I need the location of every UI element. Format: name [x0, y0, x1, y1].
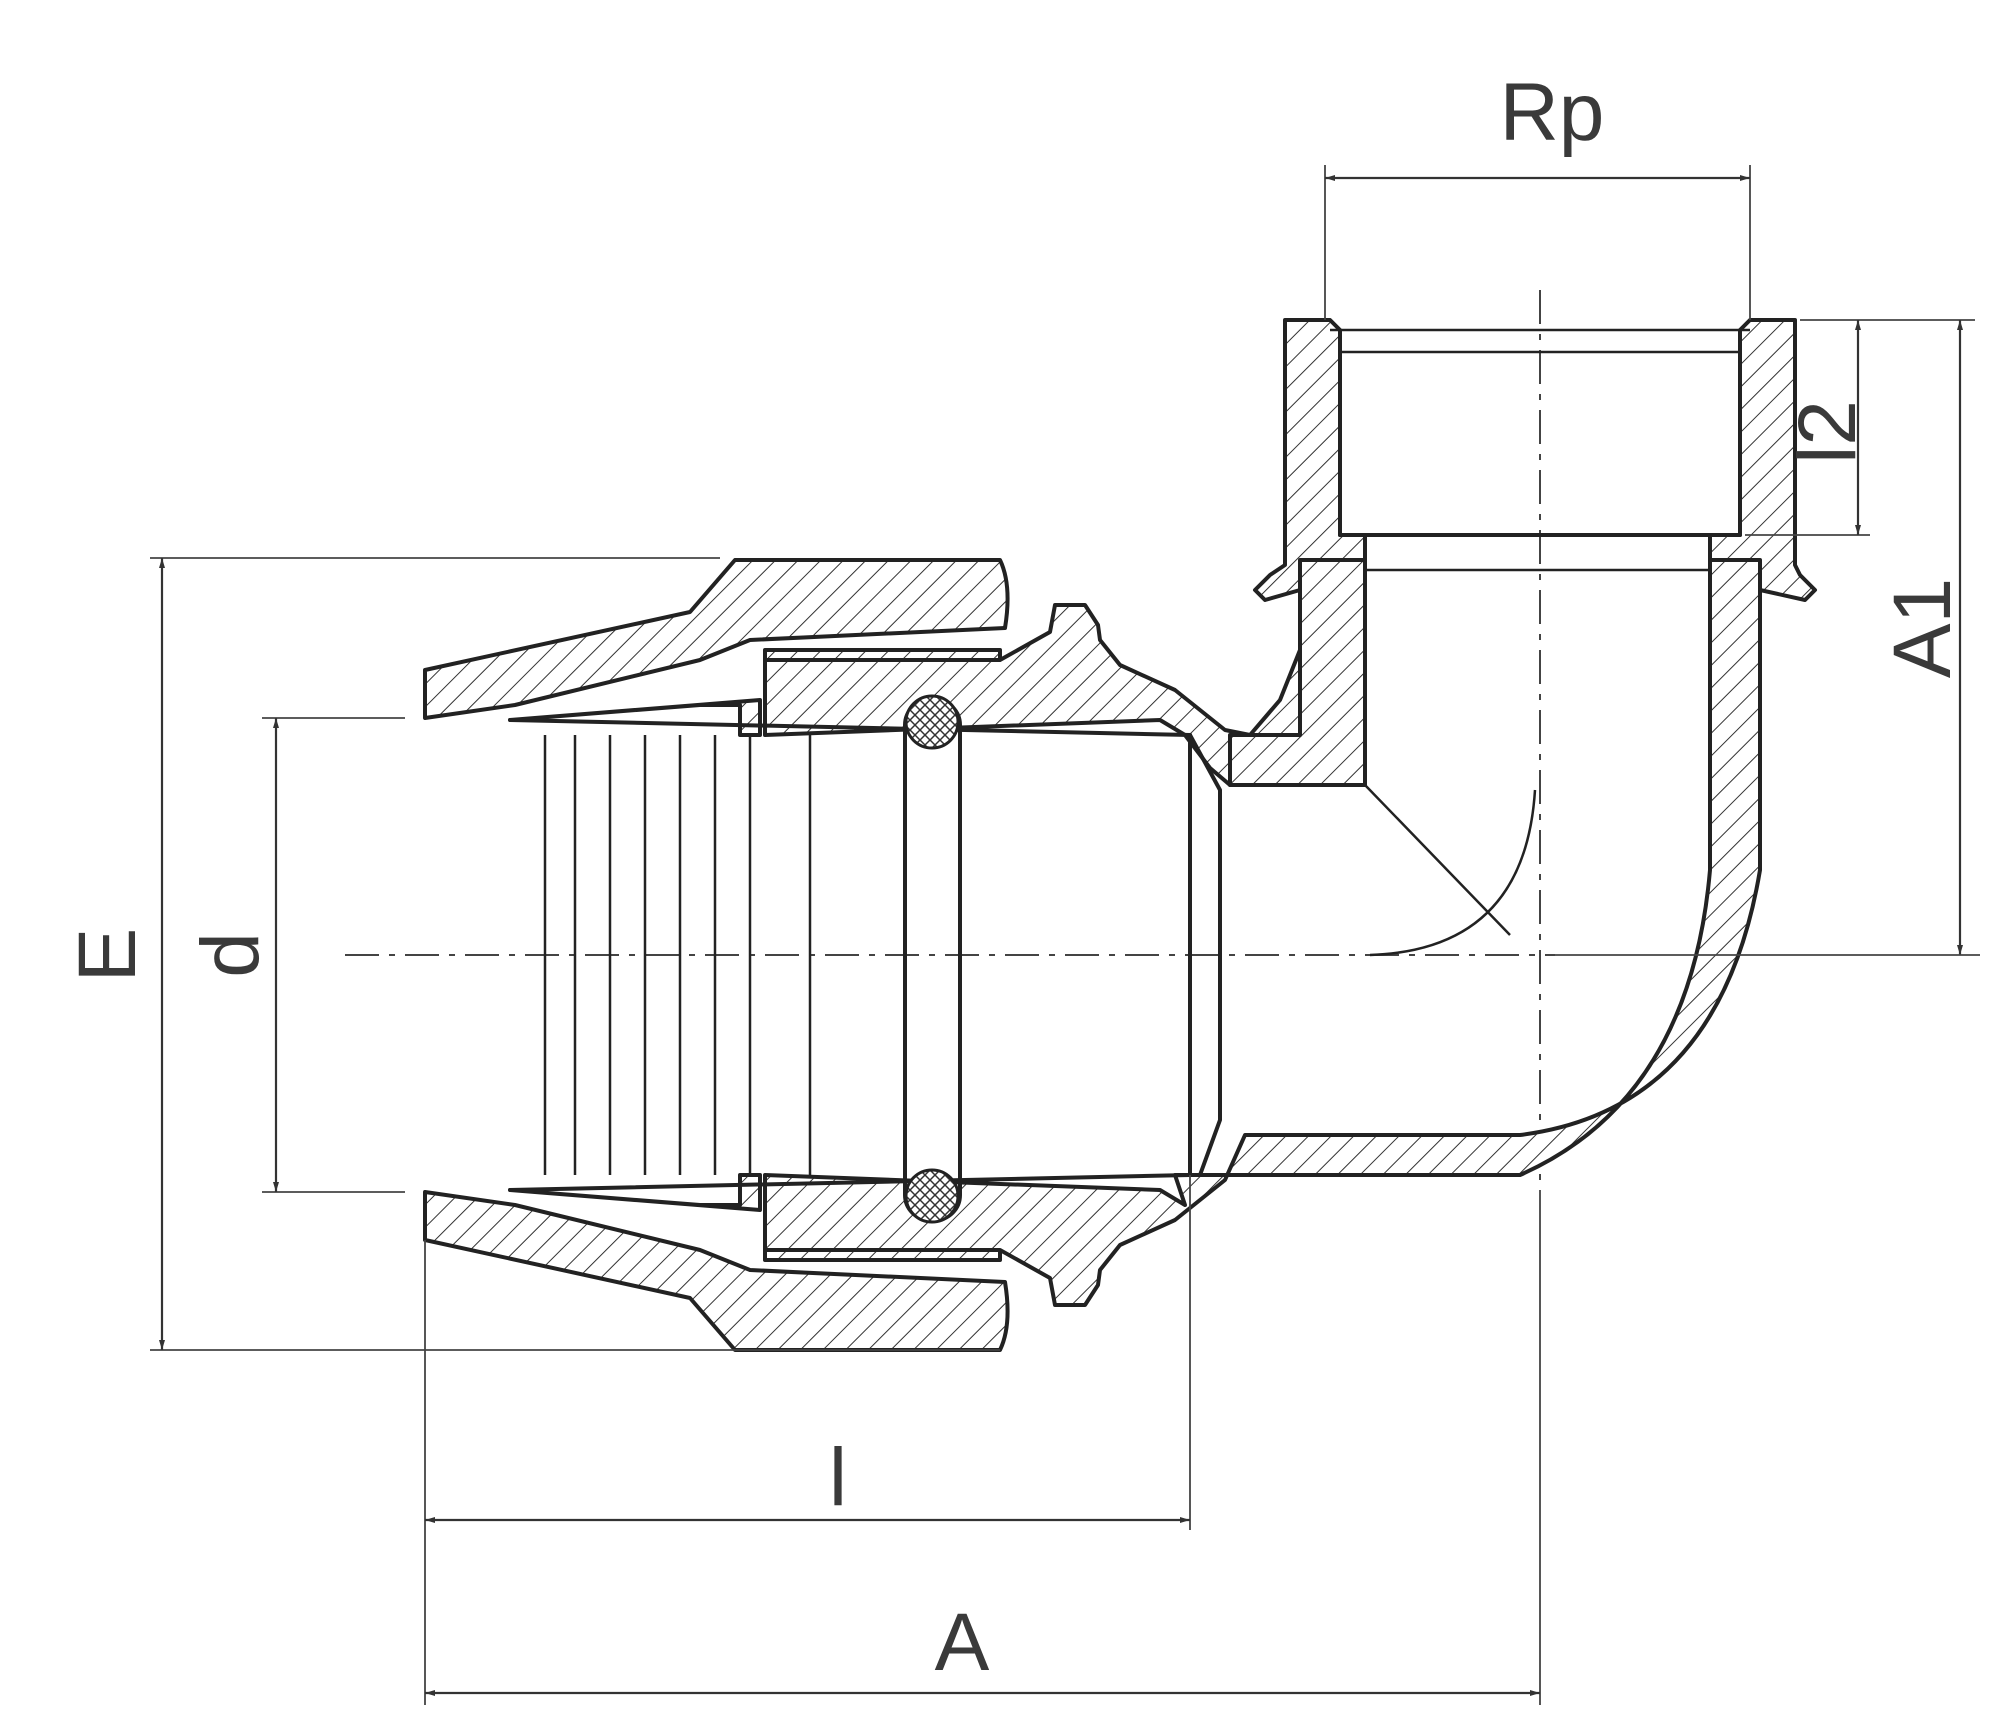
- grip-ribs: [543, 735, 812, 1175]
- bore-top: [508, 718, 1192, 737]
- o-ring-groove: [903, 698, 962, 1222]
- o-ring-upper: [904, 694, 960, 750]
- l-label: l: [829, 1432, 847, 1523]
- body-lower-wall: [763, 558, 1762, 1307]
- a-label: A: [935, 1597, 990, 1688]
- clamp-nut-lower: [423, 1190, 1010, 1352]
- clamp-nut-upper: [423, 558, 1010, 720]
- bore-step-right: [1188, 733, 1222, 1177]
- d-label: d: [185, 932, 276, 978]
- bore-bottom: [508, 1173, 1192, 1192]
- rp-label: Rp: [1500, 67, 1605, 158]
- a1-label: A1: [1877, 578, 1968, 678]
- o-ring-lower: [904, 1168, 960, 1224]
- l2-label: l2: [1782, 400, 1873, 464]
- threaded-socket-left: [1253, 318, 1367, 602]
- e-label: E: [62, 928, 153, 983]
- elbow-inner-curve: [1364, 784, 1537, 957]
